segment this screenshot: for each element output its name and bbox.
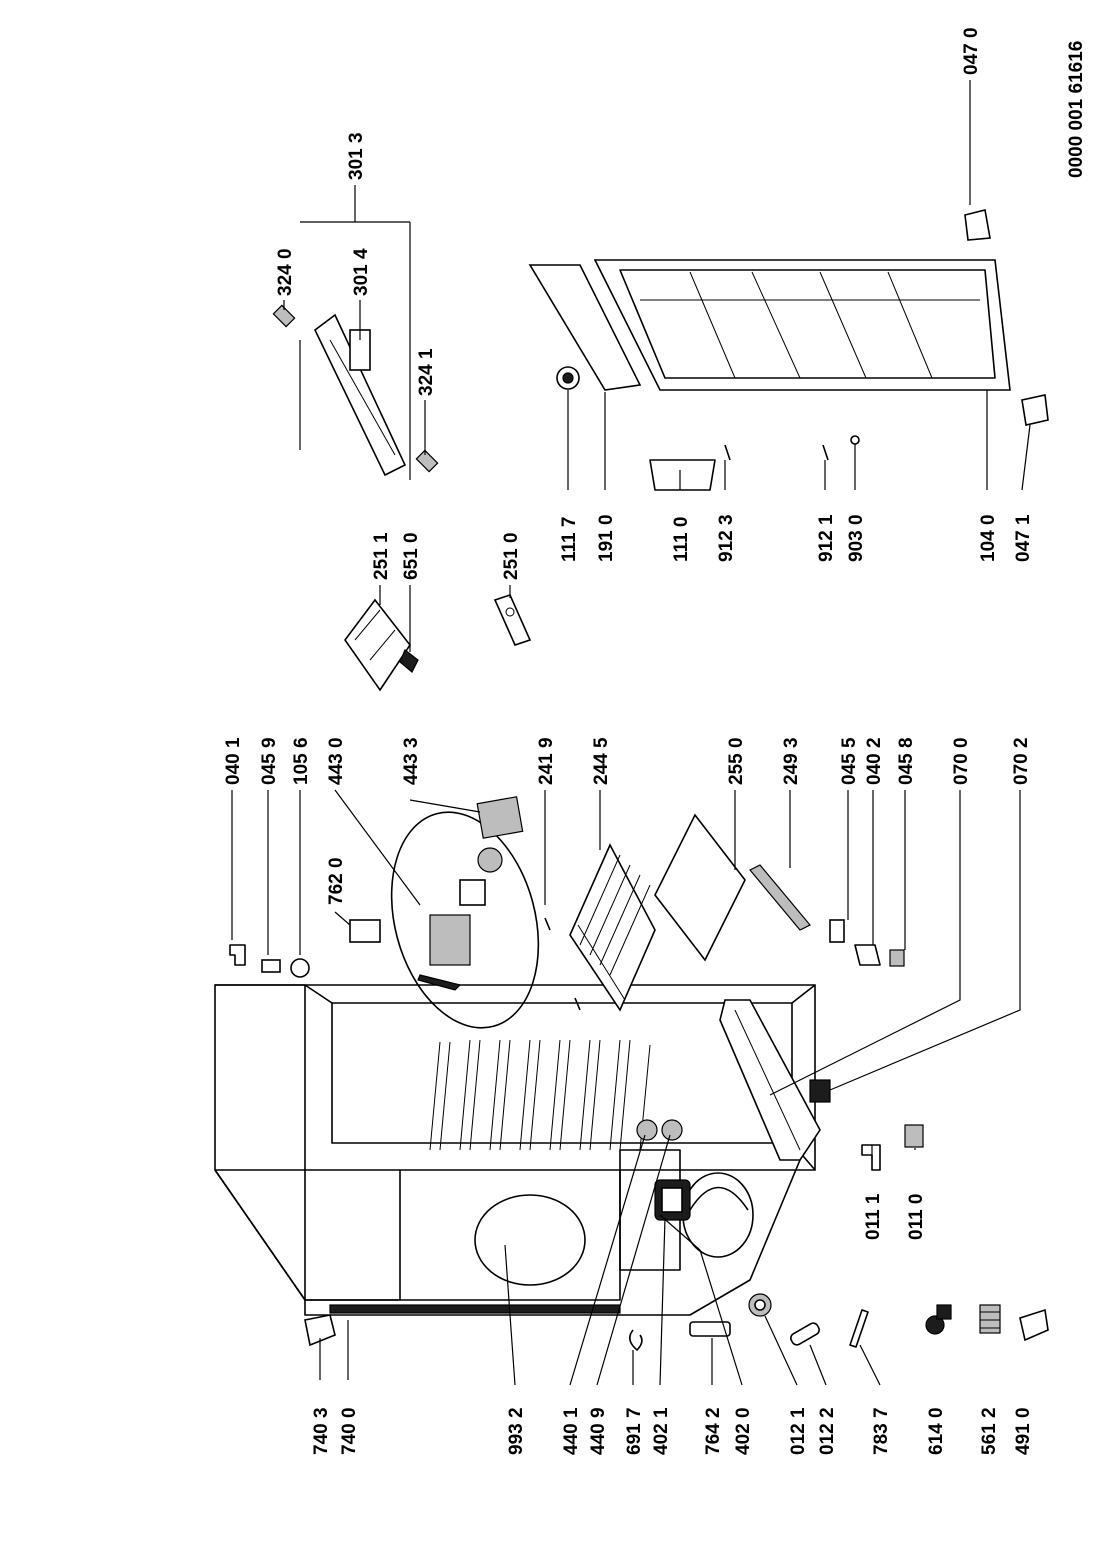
drawing-number: 0000 001 61616 [1066, 41, 1087, 178]
label-111-7: 111 7 [559, 517, 580, 562]
label-045-9: 045 9 [259, 737, 280, 785]
part-045-9 [261, 959, 281, 973]
part-012-1 [748, 1293, 772, 1317]
glass-plate-255-0 [654, 813, 746, 962]
part-651-0 [399, 649, 419, 673]
hinge-cover-111-0 [649, 459, 716, 491]
label-402-0: 402 0 [733, 1407, 754, 1455]
part-045-8 [889, 949, 905, 967]
part-040-2 [854, 944, 881, 966]
label-903-0: 903 0 [846, 514, 867, 562]
label-324-1: 324 1 [416, 348, 437, 396]
label-993-2: 993 2 [506, 1407, 527, 1455]
label-691-7: 691 7 [624, 1407, 645, 1455]
label-491-0: 491 0 [1013, 1407, 1034, 1455]
part-614-0 [925, 1304, 952, 1335]
part-011-1 [861, 1144, 881, 1171]
label-740-3: 740 3 [311, 1407, 332, 1455]
label-070-2: 070 2 [1011, 737, 1032, 785]
label-440-1: 440 1 [561, 1407, 582, 1455]
part-912-3 [724, 444, 731, 461]
part-011-0 [904, 1124, 924, 1148]
part-324-1 [415, 449, 439, 473]
label-251-0: 251 0 [501, 532, 522, 580]
profile-249-3 [749, 864, 811, 931]
label-045-8: 045 8 [896, 737, 917, 785]
part-762-0 [349, 919, 381, 943]
part-105-6 [290, 958, 310, 978]
part-045-5 [829, 919, 845, 943]
shelf-grid-244-5 [569, 843, 656, 1012]
label-651-0: 651 0 [401, 532, 422, 580]
label-011-1: 011 1 [863, 1193, 884, 1240]
label-324-0: 324 0 [275, 248, 296, 296]
label-012-1: 012 1 [788, 1407, 809, 1455]
label-045-5: 045 5 [839, 737, 860, 785]
part-047-0 [964, 209, 991, 241]
label-012-2: 012 2 [817, 1407, 838, 1455]
label-301-4: 301 4 [351, 248, 372, 296]
label-740-0: 740 0 [339, 1407, 360, 1455]
part-491-0 [1019, 1308, 1049, 1342]
part-047-1 [1021, 394, 1049, 426]
label-040-1: 040 1 [223, 737, 244, 785]
part-740-3 [304, 1314, 336, 1347]
part-number-labels: 740 3 740 0 993 2 440 1 440 9 691 7 402 … [223, 27, 1087, 1455]
handle-301-4 [313, 313, 407, 477]
label-783-7: 783 7 [871, 1407, 892, 1455]
part-764-2 [689, 1321, 731, 1337]
label-011-0: 011 0 [906, 1194, 927, 1241]
label-301-3: 301 3 [346, 132, 367, 180]
part-691-7 [629, 1329, 643, 1351]
label-047-0: 047 0 [961, 27, 982, 75]
label-249-3: 249 3 [781, 737, 802, 785]
cabinet-body [214, 984, 821, 1316]
label-440-9: 440 9 [588, 1407, 609, 1455]
part-251-1 [344, 598, 411, 692]
label-402-1: 402 1 [651, 1407, 672, 1455]
part-912-1 [822, 444, 829, 461]
part-012-2 [790, 1322, 820, 1346]
label-443-0: 443 0 [326, 737, 347, 785]
door-104-0 [593, 259, 1011, 391]
part-040-1 [229, 944, 246, 966]
badge-111-7 [556, 366, 580, 390]
label-912-3: 912 3 [716, 514, 737, 562]
label-912-1: 912 1 [816, 514, 837, 562]
leader-lines [231, 80, 1031, 1386]
label-561-2: 561 2 [979, 1407, 1000, 1455]
label-070-0: 070 0 [951, 737, 972, 785]
label-762-0: 762 0 [326, 857, 347, 905]
part-241-9 [544, 917, 581, 1011]
part-443-3 [476, 796, 524, 839]
label-047-1: 047 1 [1013, 514, 1034, 562]
part-251-0 [493, 594, 532, 646]
label-105-6: 105 6 [291, 737, 312, 785]
label-040-2: 040 2 [864, 737, 885, 785]
label-244-5: 244 5 [591, 737, 612, 785]
part-783-7 [849, 1309, 869, 1348]
part-324-0 [272, 304, 296, 328]
label-255-0: 255 0 [726, 737, 747, 785]
part-561-2 [979, 1304, 1001, 1334]
part-903-0 [850, 435, 860, 445]
lamp-assembly-443-0 [390, 811, 540, 1029]
label-111-0: 111 0 [671, 517, 692, 562]
relay-box-402-1 [654, 1179, 691, 1221]
label-191-0: 191 0 [596, 514, 617, 562]
shelf-rails [429, 1039, 651, 1151]
label-251-1: 251 1 [371, 532, 392, 580]
label-443-3: 443 3 [401, 737, 422, 785]
door-strip-191-0 [528, 264, 642, 391]
label-241-9: 241 9 [536, 737, 557, 785]
label-104-0: 104 0 [978, 514, 999, 562]
label-764-2: 764 2 [703, 1407, 724, 1455]
part-070-2 [809, 1079, 831, 1103]
label-614-0: 614 0 [926, 1407, 947, 1455]
